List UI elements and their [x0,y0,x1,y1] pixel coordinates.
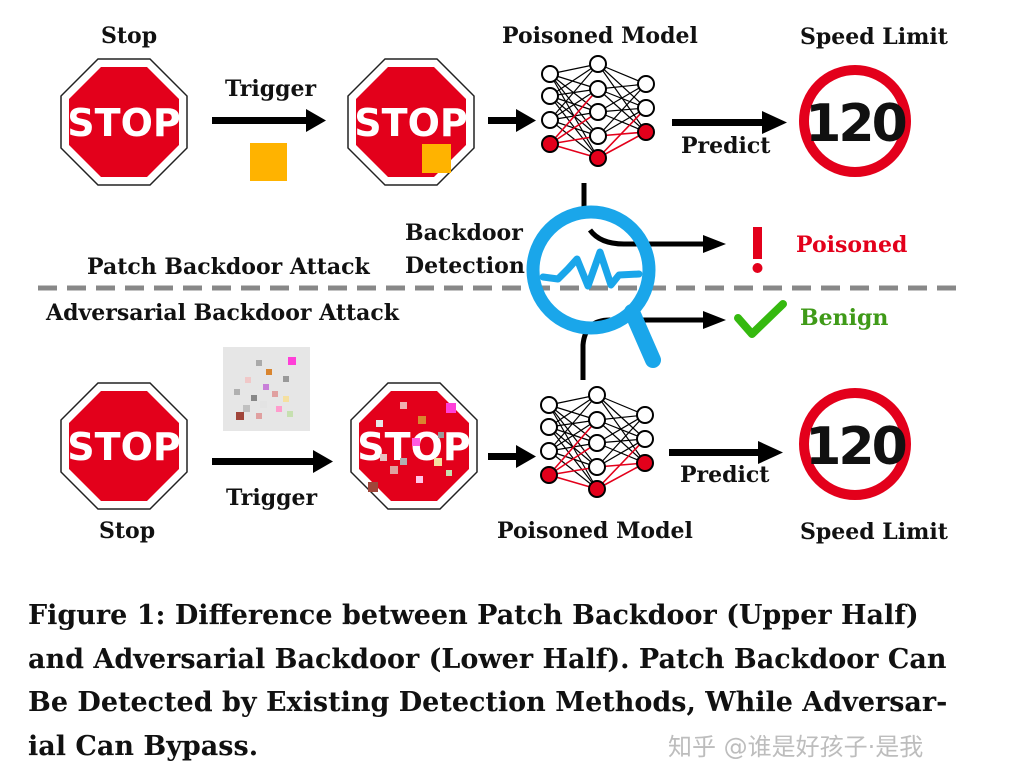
top-clean-stop-sign: STOP [60,58,188,186]
caption-line-2: and Adversarial Backdoor (Lower Half). P… [28,643,947,675]
bottom-neural-network [540,386,654,498]
bottom-stop-label: Stop [99,518,156,544]
detection-label-line1: Backdoor [405,220,523,246]
bottom-trigger-label: Trigger [226,485,318,511]
adversarial-attack-label: Adversarial Backdoor Attack [46,300,400,326]
caption-line-3: Be Detected by Existing Detection Method… [28,687,948,718]
bottom-predict-label: Predict [680,462,770,488]
top-predict-label: Predict [681,133,771,159]
adversarial-trigger-pattern [223,347,310,431]
detector-magnifier-icon [526,205,661,368]
top-speed-value: 120 [805,94,905,154]
benign-label: Benign [800,305,889,331]
bottom-adversarial-patches [368,402,456,492]
bottom-clean-stop-sign: STOP [60,382,188,510]
bottom-predict-arrow [669,441,783,464]
top-speed-label: Speed Limit [800,24,948,50]
figure-caption: Figure 1: Difference between Patch Backd… [28,594,988,768]
top-predict-arrow [672,111,787,134]
poisoned-label: Poisoned [796,232,908,258]
bottom-speed-value: 120 [805,417,905,477]
top-neural-network [541,55,655,167]
poisoned-arrow-head [703,235,726,253]
benign-check-icon [734,300,787,338]
benign-arrow-head [703,311,726,329]
caption-line-1: Figure 1: Difference between Patch Backd… [28,600,919,631]
bottom-clean-stop-text: STOP [67,425,180,469]
bottom-input-arrow [488,445,536,468]
top-trigger-label: Trigger [225,76,317,102]
top-input-arrow [488,109,536,132]
bottom-speed-limit-sign: 120 [804,393,906,495]
top-speed-limit-sign: 120 [804,70,906,172]
top-trigger-patch [250,143,287,181]
detection-label-line2: Detection [405,253,525,279]
top-poisoned-stop-sign: STOP [347,58,475,186]
bottom-trigger-arrow [212,450,333,473]
top-poisoned-stop-text: STOP [354,101,467,145]
top-clean-stop-text: STOP [67,101,180,145]
top-poisoned-patch [422,144,451,173]
patch-attack-label: Patch Backdoor Attack [87,254,370,280]
top-trigger-arrow [212,109,326,132]
bottom-model-label: Poisoned Model [497,518,693,544]
top-stop-label: Stop [101,23,158,49]
watermark-text: 知乎 @谁是好孩子·是我 [668,733,924,761]
bottom-poisoned-stop-sign: STOP [350,382,478,510]
diagram-canvas: STOP STOP 120 [38,55,965,510]
bottom-poisoned-stop-text: STOP [357,425,470,469]
warning-exclamation-icon [752,227,763,273]
caption-line-4: ial Can Bypass. [28,730,259,762]
bottom-speed-label: Speed Limit [800,519,948,545]
top-model-label: Poisoned Model [502,23,698,49]
